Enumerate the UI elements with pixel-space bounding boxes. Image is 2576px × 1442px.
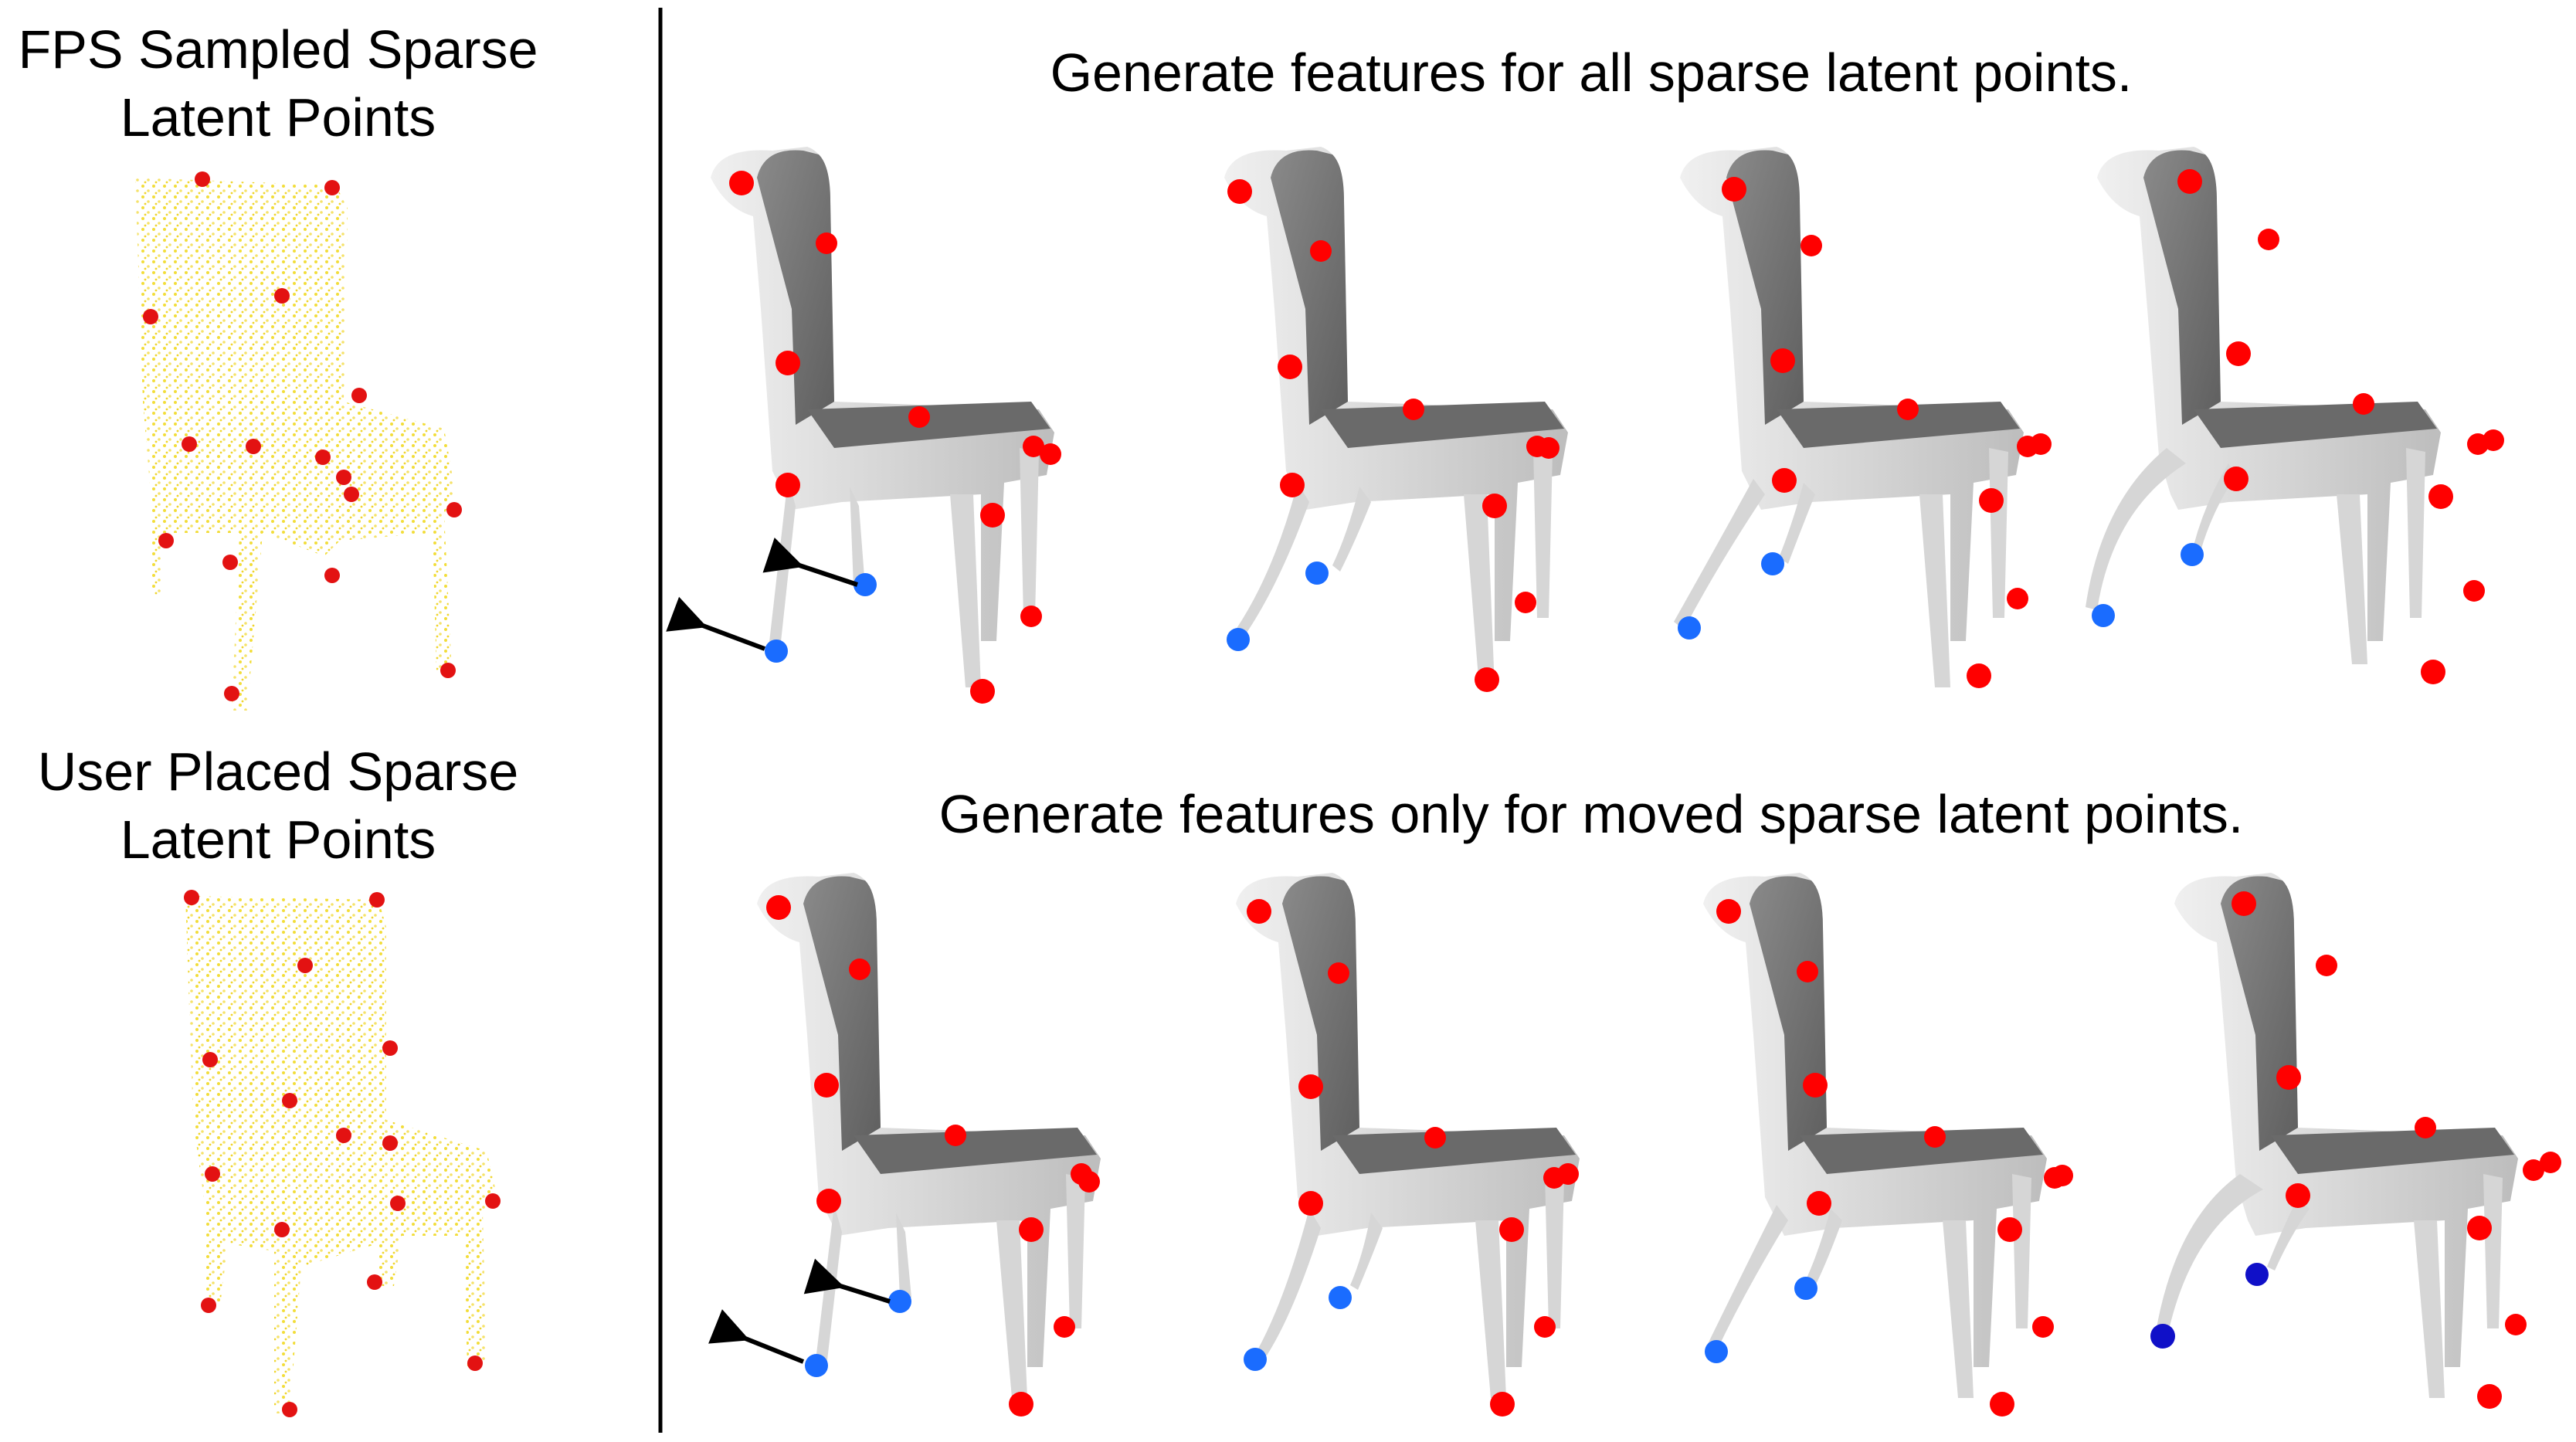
- fps-point-cloud-chair: [135, 171, 462, 711]
- row1-4-points: [2092, 169, 2504, 684]
- fps-label-line2: Latent Points: [120, 87, 436, 148]
- row1-3-points: [1678, 177, 2052, 688]
- user-latent-points: [184, 890, 501, 1417]
- row1-title: Generate features for all sparse latent …: [1050, 42, 2133, 103]
- chair-row2-1: [757, 873, 1101, 1398]
- fps-label-line1: FPS Sampled Sparse: [18, 19, 538, 80]
- chair-row2-4: [2155, 873, 2518, 1398]
- user-point-cloud-chair: [184, 890, 501, 1417]
- fps-label: FPS Sampled Sparse Latent Points: [0, 15, 556, 151]
- chair-row2-2: [1236, 873, 1580, 1398]
- chair-row1-3: [1674, 147, 2024, 687]
- chair-row2-3: [1703, 873, 2047, 1398]
- row2-3-points: [1705, 899, 2073, 1417]
- chair-row1-2: [1224, 147, 1568, 687]
- row2-1-points: [708, 895, 1100, 1417]
- user-label: User Placed Sparse Latent Points: [0, 738, 556, 874]
- chair-row1-1: [711, 147, 1054, 687]
- row2-title: Generate features only for moved sparse …: [938, 784, 2244, 844]
- fps-latent-points: [143, 171, 462, 701]
- row1-2-points: [1227, 179, 1560, 692]
- user-label-line1: User Placed Sparse: [37, 741, 519, 802]
- chair-row1-4: [2086, 147, 2441, 664]
- row2-2-points: [1244, 899, 1579, 1417]
- row2-4-points: [2150, 891, 2561, 1409]
- row1-1-points: [666, 171, 1061, 704]
- user-label-line2: Latent Points: [120, 809, 436, 870]
